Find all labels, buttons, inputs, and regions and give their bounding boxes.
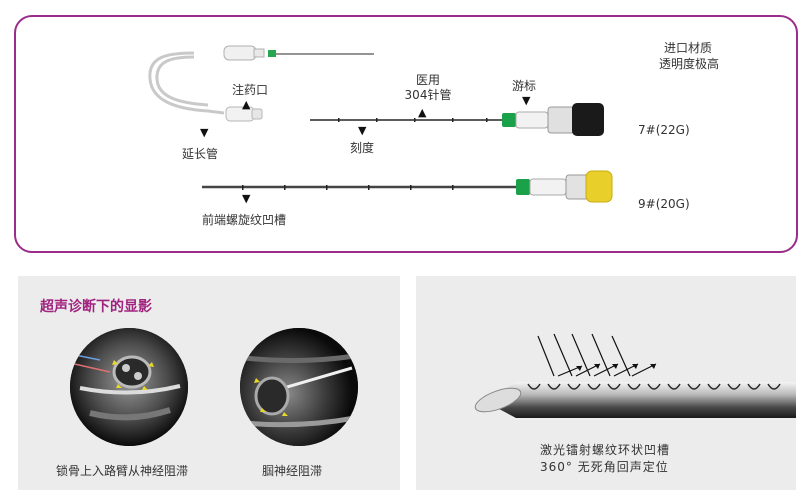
material-line-1: 进口材质: [663, 41, 712, 55]
caption-supraclavicular: 锁骨上入路臂从神经阻滞: [56, 464, 189, 478]
arrow-down-icon: ▼: [522, 94, 531, 107]
size-label-20g: 9#(20G): [638, 197, 690, 211]
material-line-2: 透明度极高: [658, 57, 719, 71]
arrow-up-icon: ▲: [418, 106, 427, 119]
label-injection-port: 注药口: [232, 83, 269, 97]
arrow-up-icon: ▲: [242, 98, 251, 111]
label-needle-line-1: 医用: [415, 73, 440, 87]
ultrasound-image-right: [240, 328, 358, 446]
laser-caption: 激光镭射螺纹环状凹槽 360° 无死角回声定位: [540, 442, 670, 476]
laser-groove-illustration: [474, 333, 796, 418]
label-extension-tube: 延长管: [182, 147, 219, 161]
arrow-down-icon: ▼: [242, 192, 251, 205]
upper-connector: [223, 45, 374, 61]
laser-caption-line-1: 激光镭射螺纹环状凹槽: [540, 443, 671, 457]
needle-22g: [310, 103, 604, 136]
label-spiral-groove: 前端螺旋纹凹槽: [202, 213, 287, 227]
ultrasound-image-left: [70, 328, 188, 446]
laser-caption-line-2: 360° 无死角回声定位: [540, 460, 669, 474]
injection-port: [225, 106, 263, 122]
caption-popliteal: 腘神经阻滞: [262, 464, 323, 478]
size-label-22g: 7#(22G): [638, 123, 690, 137]
label-scale: 刻度: [350, 141, 375, 155]
ultrasound-title: 超声诊断下的显影: [40, 299, 152, 315]
laser-groove-panel: 激光镭射螺纹环状凹槽 360° 无死角回声定位: [416, 276, 796, 490]
label-cursor: 游标: [512, 79, 537, 93]
product-panel: 进口材质 透明度极高 注药口 ▲ ▼ 延长管 医用 304针管 ▲ 游标 ▼ ▼…: [14, 15, 798, 253]
label-needle-line-2: 304针管: [404, 88, 452, 102]
needle-20g: [202, 170, 613, 203]
arrow-down-icon: ▼: [358, 124, 367, 137]
ultrasound-panel: 超声诊断下的显影: [18, 276, 400, 490]
arrow-down-icon: ▼: [200, 126, 209, 139]
needle-set-illustration: [148, 45, 613, 203]
